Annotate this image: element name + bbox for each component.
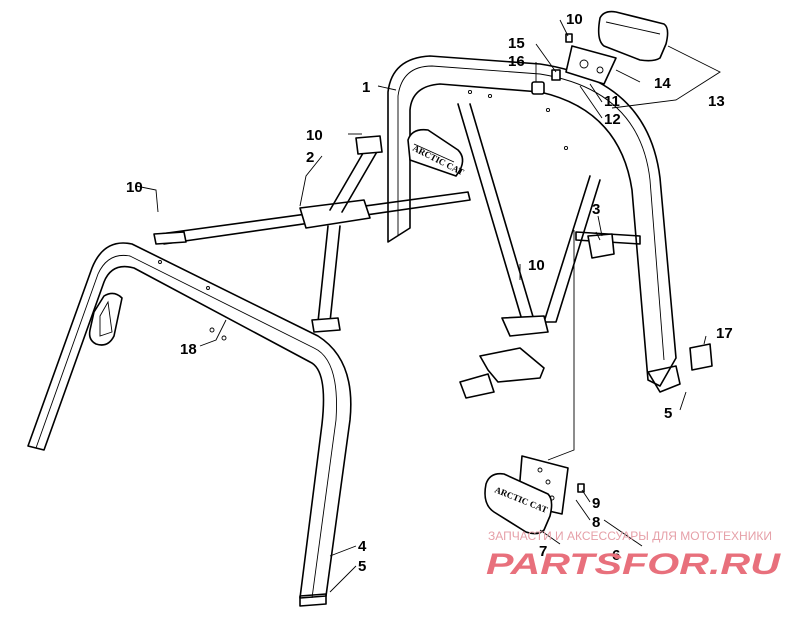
callout-10-brace-left: 10	[126, 179, 143, 196]
upper-arctic-cat-plaque: ARCTIC CAT	[407, 128, 466, 177]
callout-labels: 1 2 3 4 5 5 6 7 8 9 10 10 10 10 11 12 13…	[126, 11, 733, 575]
watermark-tagline: ЗАПЧАСТИ И АКСЕССУАРЫ ДЛЯ МОТОТЕХНИКИ	[488, 529, 772, 543]
callout-15: 15	[508, 35, 525, 52]
callout-leaders	[135, 19, 707, 593]
assembly-leader	[547, 230, 575, 461]
lower-plaque-assembly: ARCTIC CAT	[484, 455, 585, 535]
floor-mount-bracket	[459, 347, 545, 399]
callout-6: 6	[612, 547, 620, 564]
callout-3: 3	[592, 201, 600, 218]
callout-16: 16	[508, 53, 525, 70]
support-brace-frame	[153, 135, 471, 333]
callout-4: 4	[358, 538, 367, 555]
callout-8: 8	[592, 514, 600, 531]
callout-5-right: 5	[664, 405, 672, 422]
decal	[689, 343, 713, 371]
watermark-brand: PARTSFOR.RU	[486, 548, 782, 581]
callout-10-light: 10	[566, 11, 583, 28]
callout-17: 17	[716, 325, 733, 342]
callout-7: 7	[539, 543, 547, 560]
light-assembly	[531, 10, 721, 109]
callout-1: 1	[362, 79, 370, 96]
callout-12: 12	[604, 111, 621, 128]
callout-10-brace-top: 10	[306, 127, 323, 144]
callout-5-lower: 5	[358, 558, 366, 575]
callout-10-lower-mount: 10	[528, 257, 545, 274]
callout-2: 2	[306, 149, 314, 166]
callout-9: 9	[592, 495, 600, 512]
rear-roll-cage	[387, 55, 681, 393]
callout-18: 18	[180, 341, 197, 358]
callout-14: 14	[654, 75, 671, 92]
callout-11: 11	[604, 93, 620, 110]
callout-13: 13	[708, 93, 725, 110]
front-roll-cage	[27, 242, 352, 607]
watermark: ЗАПЧАСТИ И АКСЕССУАРЫ ДЛЯ МОТОТЕХНИКИ PA…	[486, 529, 782, 581]
